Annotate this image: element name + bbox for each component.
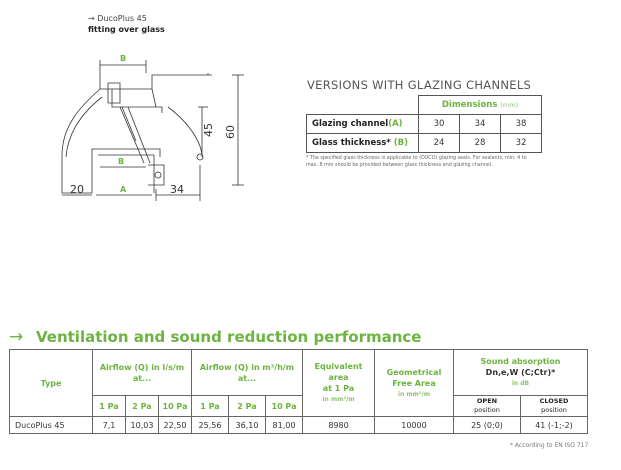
pa-label: 10 Pa — [265, 395, 303, 417]
dimensions-label: Dimensions — [441, 100, 498, 110]
section-arrow-icon: → — [9, 327, 24, 347]
open-position-header: OPEN position — [453, 395, 521, 417]
dim-label-a: A — [120, 185, 127, 194]
versions-table: Dimensions (mm) Glazing channel(A) 30 34… — [306, 95, 542, 153]
header-sound-absorption: Sound absorption Dn,e,W (C;Ctr)* in dB — [453, 349, 588, 396]
dim-label-b-top: B — [120, 54, 126, 63]
inner-flap — [119, 106, 145, 164]
cell-ls-10pa: 22,50 — [158, 416, 192, 434]
cell-geometrical-area: 10000 — [374, 416, 454, 434]
header-type: Type — [9, 349, 93, 417]
header-airflow-m3: Airflow (Q) in m³/h/m at... — [191, 349, 303, 396]
drawing-subtitle: fitting over glass — [88, 25, 165, 34]
cell-equivalent-area: 8980 — [302, 416, 375, 434]
profile-section-drawing: B B A 45 60 20 34 — [61, 54, 244, 201]
dimensions-header: Dimensions (mm) — [418, 95, 542, 115]
performance-footnote: * According to EN ISO 717 — [510, 442, 589, 449]
dimensions-unit: (mm) — [500, 101, 519, 109]
glazing-channel-row: Glazing channel(A) 30 34 38 — [306, 114, 542, 134]
dim-label-60: 60 — [224, 125, 237, 139]
cell: 38 — [500, 114, 542, 134]
pa-label: 1 Pa — [92, 395, 126, 417]
cell-m3-1pa: 25,56 — [191, 416, 229, 434]
row-label: Glazing channel(A) — [306, 114, 419, 134]
lower-channel — [91, 148, 161, 193]
section-title: Ventilation and sound reduction performa… — [36, 328, 422, 346]
cell: 28 — [459, 133, 501, 153]
dim-label-34: 34 — [170, 183, 184, 196]
cell: 32 — [500, 133, 542, 153]
table-row: DucoPlus 45 7,1 10,03 22,50 25,56 36,10 … — [9, 416, 588, 434]
header-airflow-ls: Airflow (Q) in l/s/m at... — [92, 349, 192, 396]
cell-ls-2pa: 10,03 — [125, 416, 159, 434]
arrow-icon: → — [88, 14, 95, 23]
performance-table: Type Airflow (Q) in l/s/m at... Airflow … — [9, 349, 588, 434]
versions-title: VERSIONS WITH GLAZING CHANNELS — [307, 78, 532, 92]
cell: 30 — [418, 114, 460, 134]
dim-label-45: 45 — [202, 123, 215, 137]
cell-m3-10pa: 81,00 — [265, 416, 303, 434]
cell: 24 — [418, 133, 460, 153]
dim-label-20: 20 — [70, 183, 84, 196]
pa-label: 10 Pa — [158, 395, 192, 417]
dim-label-b-mid: B — [118, 157, 124, 166]
cell-open: 25 (0;0) — [453, 416, 521, 434]
drawing-caption: → DucoPlus 45 fitting over glass — [88, 13, 165, 35]
upper-housing — [99, 73, 212, 90]
cell-m3-2pa: 36,10 — [228, 416, 266, 434]
pa-label: 1 Pa — [191, 395, 229, 417]
closed-position-header: CLOSED position — [520, 395, 588, 417]
outer-hood — [61, 88, 101, 194]
product-name: DucoPlus 45 — [97, 14, 147, 23]
versions-footnote: * The specified glass thickness is appli… — [306, 156, 527, 168]
row-label: Glass thickness* (B) — [306, 133, 419, 153]
inner-deflector — [167, 106, 203, 158]
pa-label: 2 Pa — [228, 395, 266, 417]
cell-closed: 41 (-1;-2) — [520, 416, 588, 434]
pa-label: 2 Pa — [125, 395, 159, 417]
versions-corner — [307, 96, 419, 115]
cell-type: DucoPlus 45 — [9, 416, 93, 434]
cell-ls-1pa: 7,1 — [92, 416, 126, 434]
cell: 34 — [459, 114, 501, 134]
glass-thickness-row: Glass thickness* (B) 24 28 32 — [306, 133, 542, 153]
header-equivalent-area: Equivalent area at 1 Pa in mm²/m — [302, 349, 375, 417]
header-geometrical-area: Geometrical Free Area in mm²/m — [374, 349, 454, 417]
